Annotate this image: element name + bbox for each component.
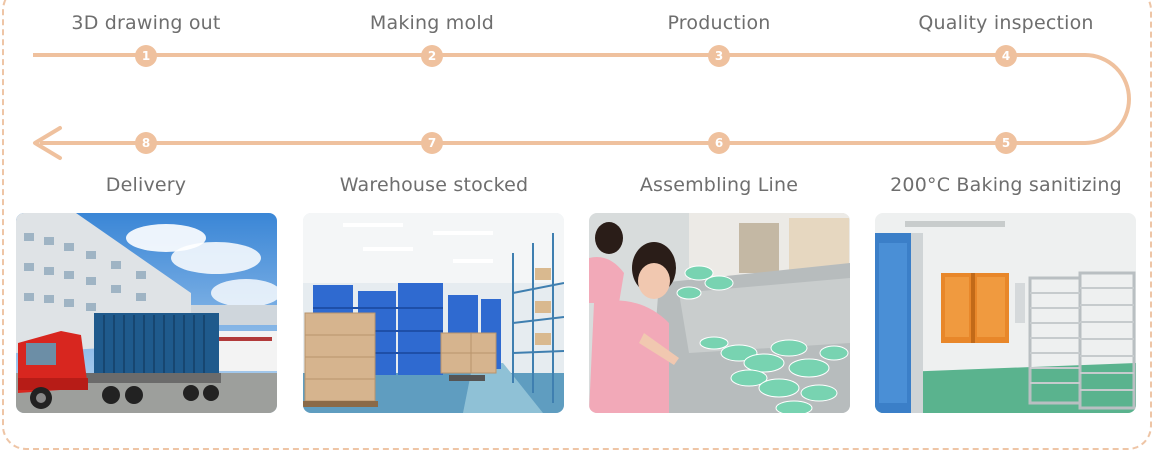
baking-room-photo [875, 213, 1136, 413]
assembling-line-photo [589, 213, 850, 413]
step-marker-circle [995, 45, 1017, 67]
step-label-6: Assembling Line [639, 174, 799, 196]
step-marker-circle [135, 132, 157, 154]
step-marker-5: 5 [995, 132, 1017, 154]
step-marker-2: 2 [421, 45, 443, 67]
step-number: 1 [142, 49, 150, 63]
step-number: 8 [142, 136, 150, 150]
step-label-4: Quality inspection [918, 12, 1094, 34]
step-marker-8: 8 [135, 132, 157, 154]
step-marker-circle [708, 45, 730, 67]
step-marker-4: 4 [995, 45, 1017, 67]
step-marker-circle [135, 45, 157, 67]
step-marker-6: 6 [708, 132, 730, 154]
step-marker-circle [708, 132, 730, 154]
step-label-5: 200°C Baking sanitizing [890, 174, 1122, 196]
step-label-1: 3D drawing out [71, 12, 221, 34]
step-marker-circle [421, 132, 443, 154]
step-marker-circle [421, 45, 443, 67]
step-marker-1: 1 [135, 45, 157, 67]
step-number: 2 [428, 49, 436, 63]
step-label-3: Production [667, 12, 771, 34]
step-number: 7 [428, 136, 436, 150]
step-label-8: Delivery [105, 174, 187, 196]
dashed-frame [2, 0, 1152, 450]
step-marker-3: 3 [708, 45, 730, 67]
step-number: 4 [1002, 49, 1010, 63]
delivery-truck-photo [16, 213, 277, 413]
flow-path [33, 53, 1131, 145]
step-number: 5 [1002, 136, 1010, 150]
step-label-2: Making mold [369, 12, 495, 34]
step-marker-circle [995, 132, 1017, 154]
warehouse-photo [303, 213, 564, 413]
step-marker-7: 7 [421, 132, 443, 154]
arrow-head-icon [33, 126, 62, 160]
step-label-7: Warehouse stocked [339, 174, 529, 196]
step-number: 6 [715, 136, 723, 150]
step-number: 3 [715, 49, 723, 63]
